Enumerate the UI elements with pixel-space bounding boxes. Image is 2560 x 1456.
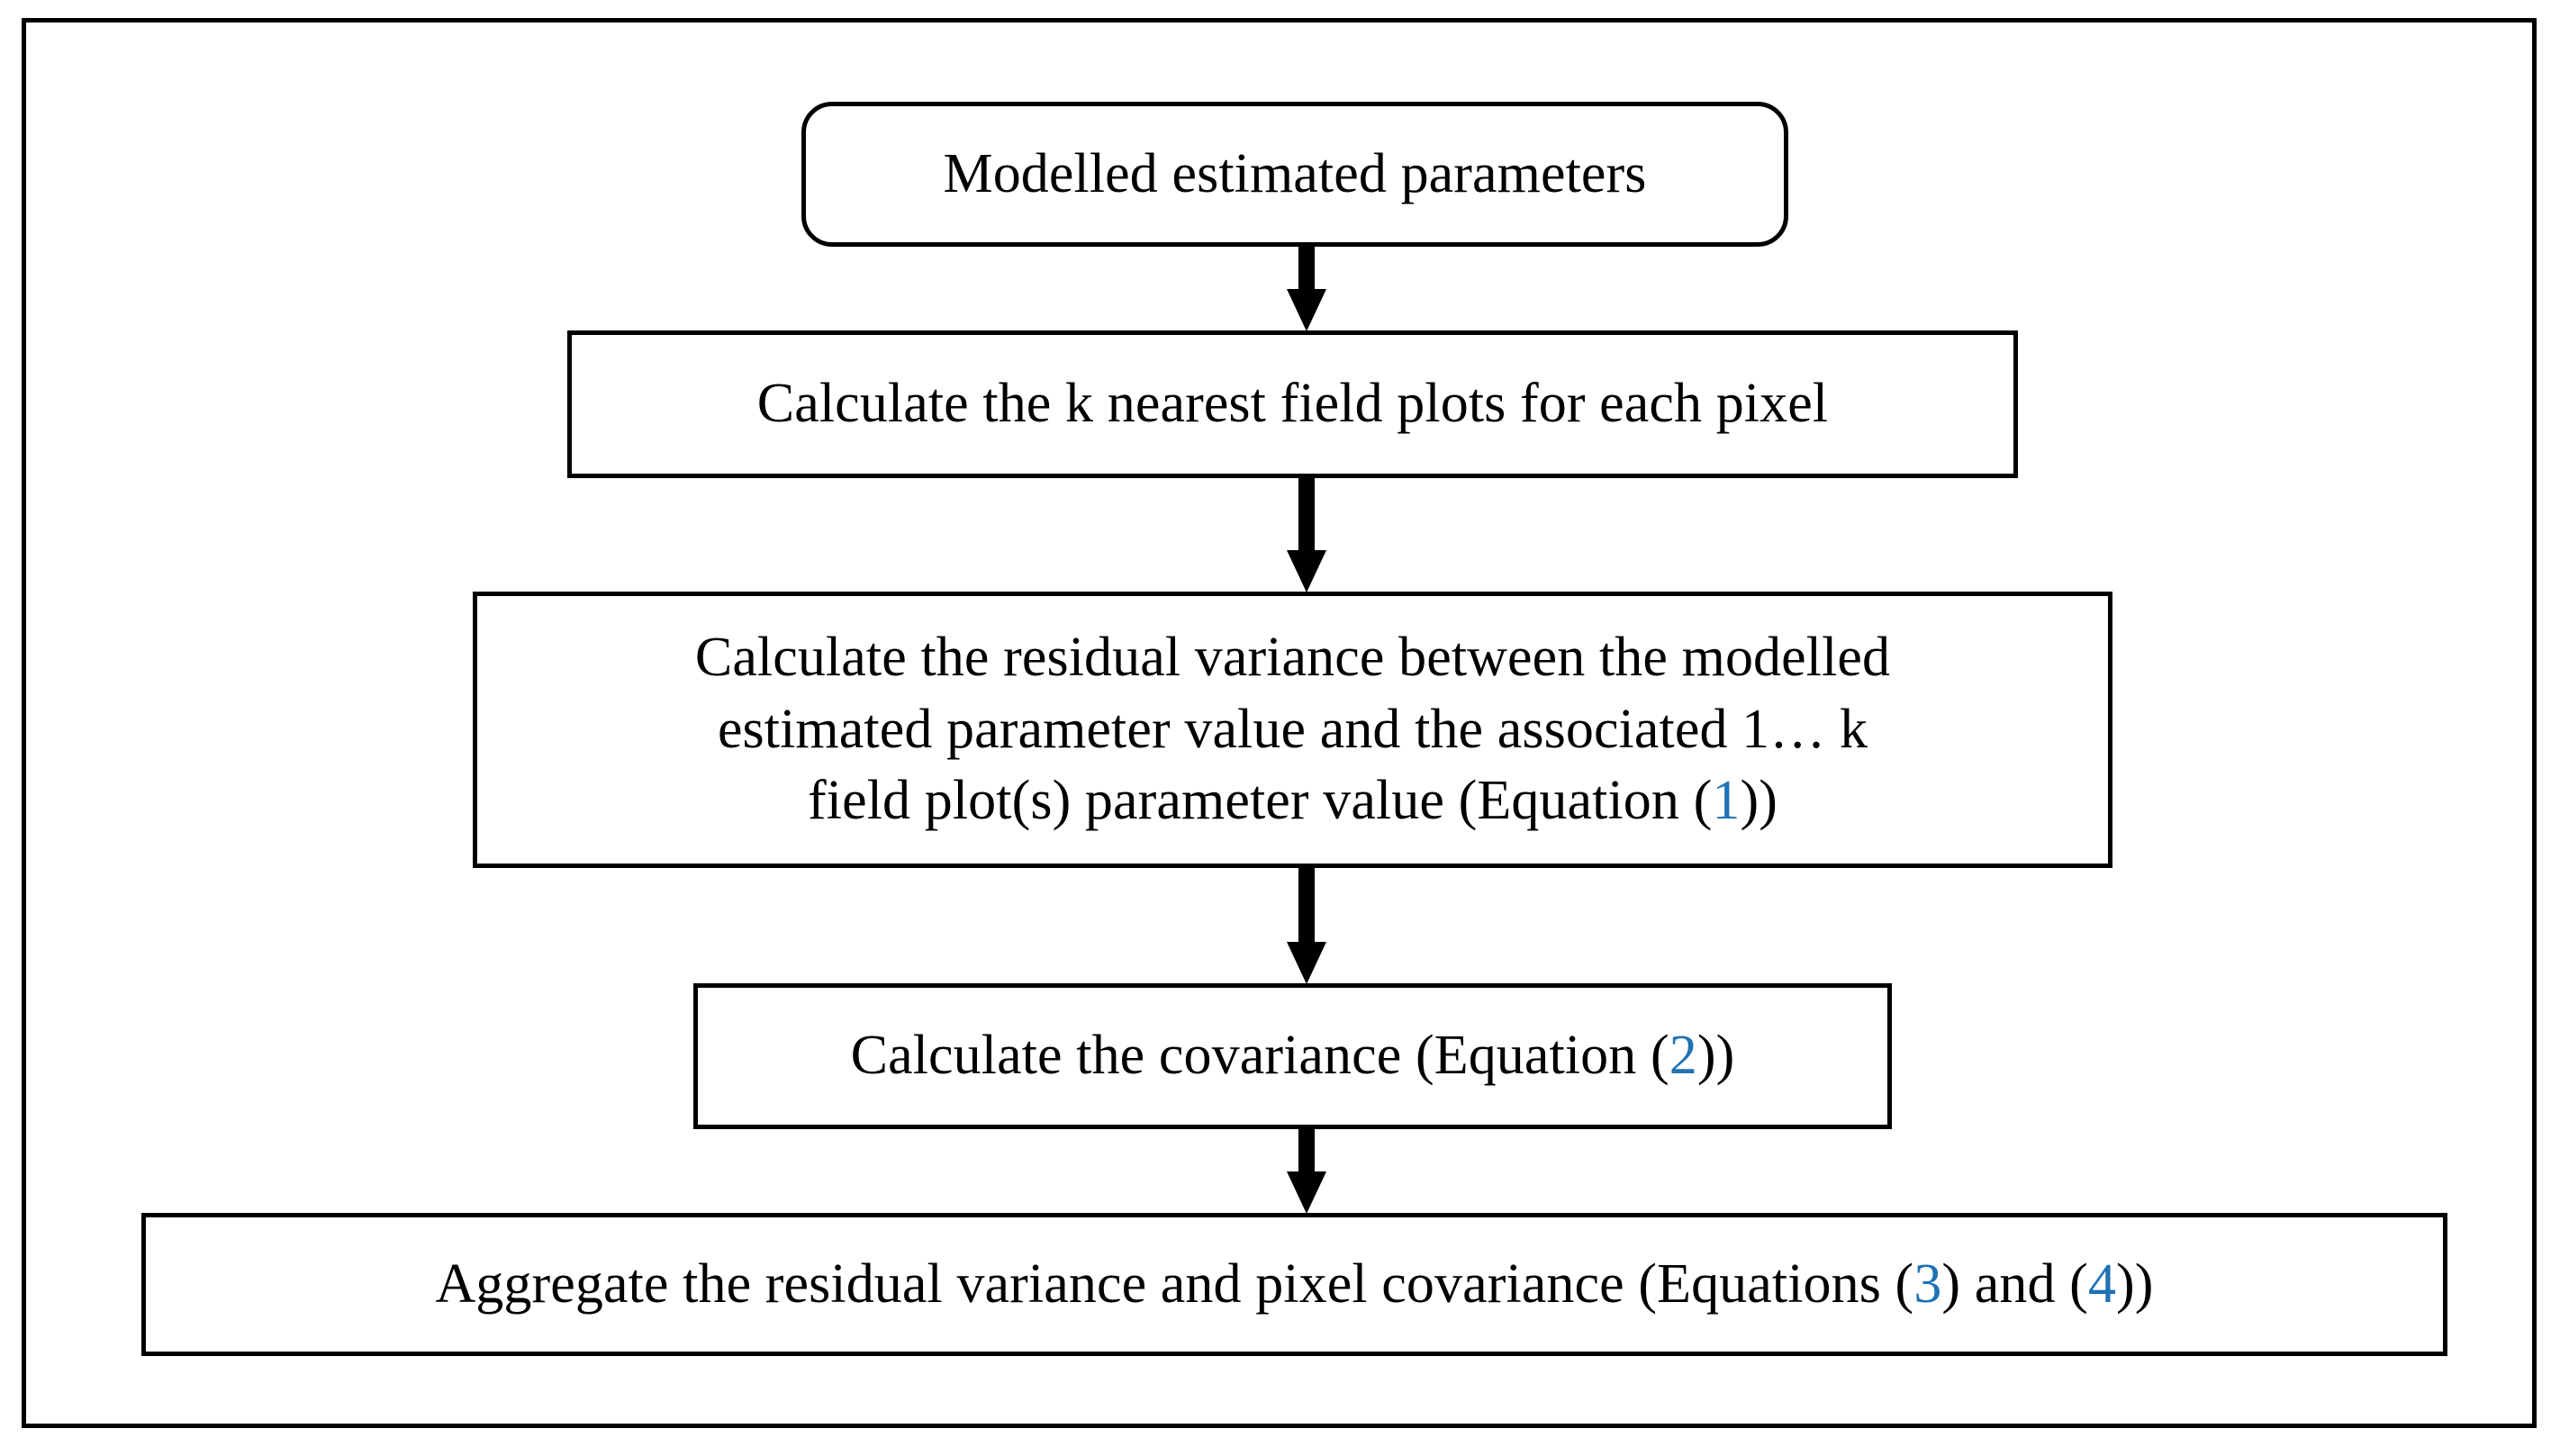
flow-arrow-2 bbox=[1287, 477, 1326, 592]
flow-node-calculate-residual-variance: Calculate the residual variance between … bbox=[473, 592, 2112, 868]
flow-arrow-3 bbox=[1287, 867, 1326, 984]
equation-reference-3[interactable]: 3 bbox=[1913, 1253, 1942, 1315]
flow-node-label: Calculate the covariance (Equation (2)) bbox=[710, 1020, 1875, 1091]
arrow-head-icon bbox=[1287, 550, 1326, 592]
flow-node-calculate-k-nearest-field-plots: Calculate the k nearest field plots for … bbox=[567, 330, 2018, 478]
flow-node-label: Calculate the residual variance between … bbox=[490, 622, 2095, 837]
flow-node-line-3-suffix: )) bbox=[1740, 770, 1778, 832]
flow-node-label: Calculate the k nearest field plots for … bbox=[756, 373, 1829, 435]
flow-node-text-prefix: Aggregate the residual variance and pixe… bbox=[435, 1253, 1914, 1315]
arrow-head-icon bbox=[1287, 942, 1326, 984]
flow-node-text-middle: ) and ( bbox=[1941, 1253, 2088, 1315]
equation-reference-2[interactable]: 2 bbox=[1669, 1025, 1697, 1087]
flow-node-text-suffix: )) bbox=[1696, 1025, 1735, 1087]
flow-node-modelled-estimated-parameters: Modelled estimated parameters bbox=[801, 102, 1788, 247]
arrow-stem bbox=[1298, 246, 1315, 291]
arrow-stem bbox=[1298, 1128, 1315, 1172]
arrow-stem bbox=[1298, 477, 1315, 551]
flow-node-line-3-prefix: field plot(s) parameter value (Equation … bbox=[808, 770, 1713, 832]
flow-node-line-1: Calculate the residual variance between … bbox=[694, 627, 1891, 689]
arrow-head-icon bbox=[1287, 289, 1326, 331]
arrow-head-icon bbox=[1287, 1171, 1326, 1214]
flow-node-label: Modelled estimated parameters bbox=[943, 142, 1647, 204]
flow-node-line-2: estimated parameter value and the associ… bbox=[717, 698, 1868, 760]
flow-node-calculate-covariance: Calculate the covariance (Equation (2)) bbox=[693, 983, 1892, 1129]
flow-arrow-4 bbox=[1287, 1128, 1326, 1214]
flow-node-aggregate-residual-variance-and-covariance: Aggregate the residual variance and pixe… bbox=[141, 1213, 2447, 1356]
equation-reference-4[interactable]: 4 bbox=[2087, 1253, 2117, 1315]
flow-node-text-prefix: Calculate the covariance (Equation ( bbox=[850, 1025, 1669, 1087]
arrow-stem bbox=[1298, 867, 1315, 943]
flow-node-text-suffix: )) bbox=[2116, 1253, 2154, 1315]
figure-outer-border: Modelled estimated parameters Calculate … bbox=[22, 18, 2537, 1428]
flow-arrow-1 bbox=[1287, 246, 1326, 331]
flow-node-label: Aggregate the residual variance and pixe… bbox=[158, 1249, 2430, 1320]
equation-reference-1[interactable]: 1 bbox=[1712, 770, 1741, 832]
